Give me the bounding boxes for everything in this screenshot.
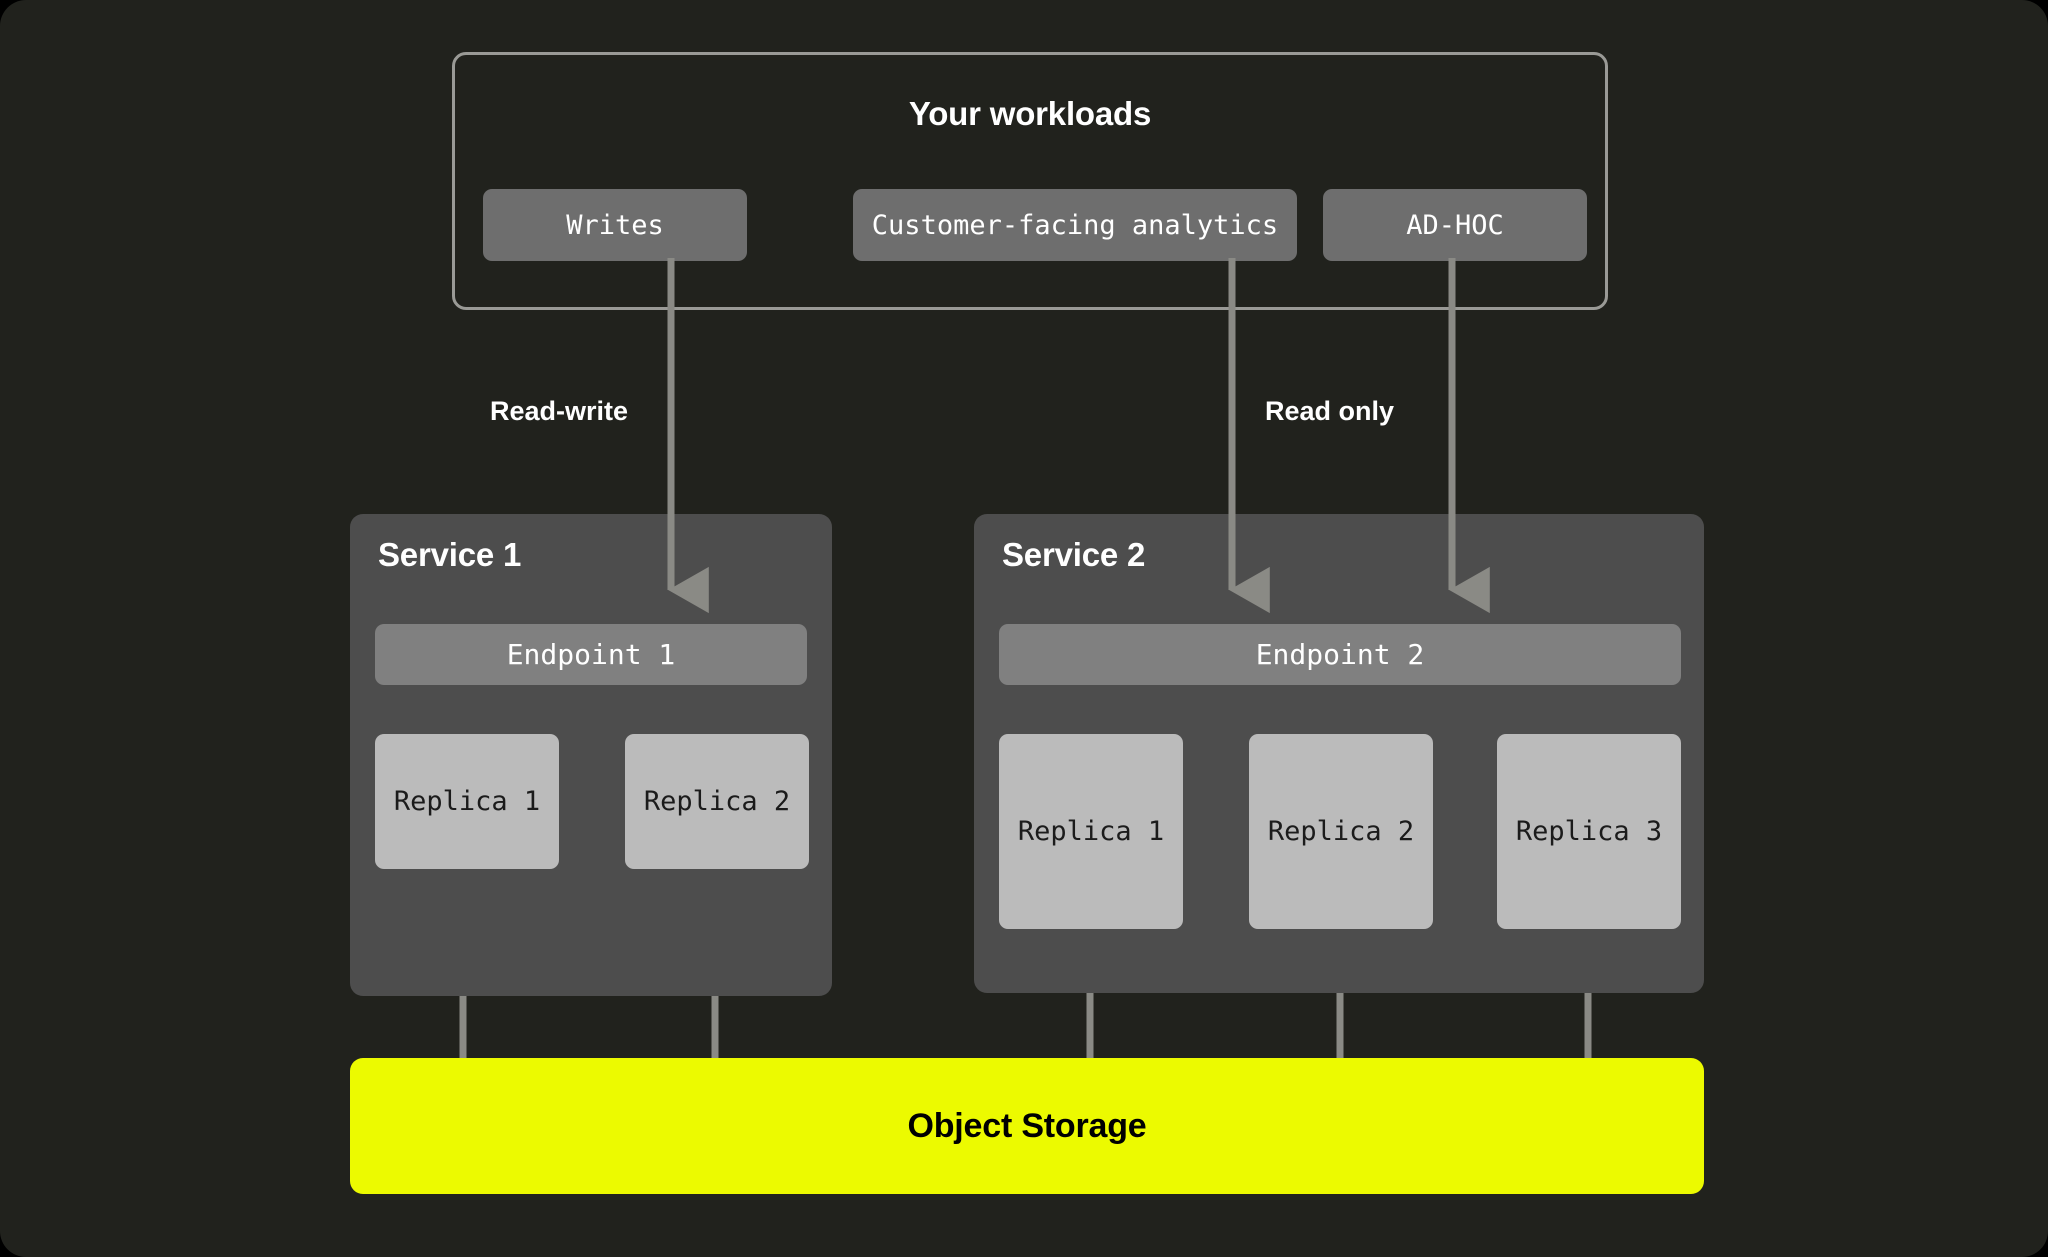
service-1-panel: Service 1 Endpoint 1 Replica 1 Replica 2	[350, 514, 832, 996]
service-1-replica-1[interactable]: Replica 1	[375, 734, 559, 869]
edge-label-read-write: Read-write	[490, 396, 629, 426]
service-2-replica-2[interactable]: Replica 2	[1249, 734, 1433, 929]
workload-pill-row: Writes Customer-facing analytics AD-HOC	[455, 189, 1605, 261]
service-2-panel: Service 2 Endpoint 2 Replica 1 Replica 2…	[974, 514, 1704, 993]
service-2-title: Service 2	[1002, 536, 1146, 573]
workload-item-customer-facing-analytics[interactable]: Customer-facing analytics	[853, 189, 1297, 261]
service-1-replica-2[interactable]: Replica 2	[625, 734, 809, 869]
service-2-replica-1[interactable]: Replica 1	[999, 734, 1183, 929]
your-workloads-container: Your workloads Writes Customer-facing an…	[452, 52, 1608, 310]
workload-item-writes[interactable]: Writes	[483, 189, 747, 261]
service-1-endpoint[interactable]: Endpoint 1	[375, 624, 807, 685]
service-2-replica-3[interactable]: Replica 3	[1497, 734, 1681, 929]
object-storage-bar[interactable]: Object Storage	[350, 1058, 1704, 1194]
your-workloads-title: Your workloads	[908, 95, 1152, 132]
workload-item-ad-hoc[interactable]: AD-HOC	[1323, 189, 1587, 261]
edge-label-read-only: Read only	[1265, 396, 1395, 426]
service-2-endpoint[interactable]: Endpoint 2	[999, 624, 1681, 685]
service-1-title: Service 1	[378, 536, 522, 573]
